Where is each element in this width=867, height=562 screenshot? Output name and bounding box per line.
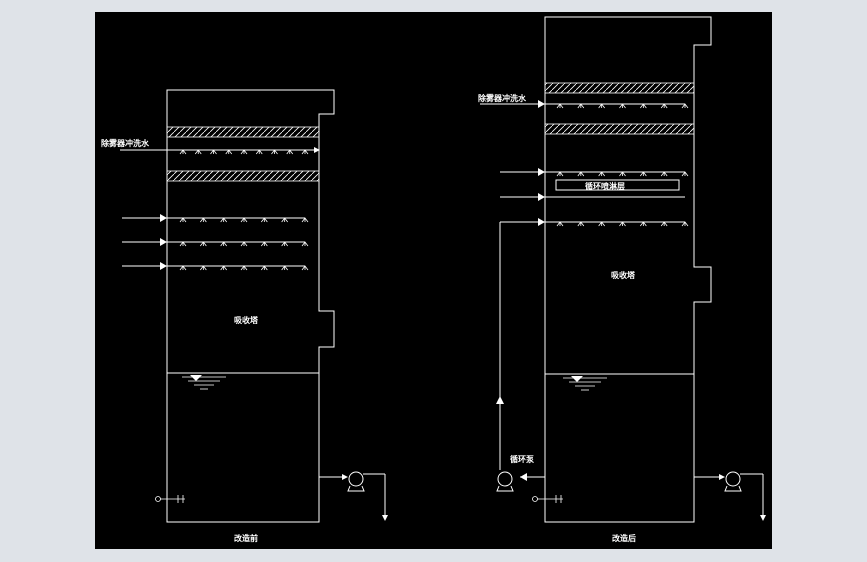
nozzle-icon [301, 265, 309, 271]
right-spray-nozzles-3 [556, 221, 689, 227]
nozzle-icon [640, 221, 647, 227]
left-spray-arrow-2 [160, 238, 167, 246]
right-drain-valve-icon [532, 495, 563, 503]
nozzle-icon [556, 171, 564, 177]
left-drain-valve-icon [155, 495, 185, 503]
left-spray-nozzles-3 [179, 265, 309, 271]
nozzle-icon [660, 171, 668, 177]
nozzle-icon [225, 149, 233, 155]
nozzle-icon [240, 217, 248, 223]
nozzle-icon [301, 217, 309, 223]
nozzle-icon [681, 221, 689, 227]
left-demister-band-1 [166, 126, 320, 138]
right-liquid-level [563, 376, 607, 391]
nozzle-icon [220, 241, 227, 247]
nozzle-icon [261, 265, 268, 271]
nozzle-icon [271, 149, 278, 155]
nozzle-icon [179, 265, 187, 271]
nozzle-icon [660, 221, 668, 227]
nozzle-icon [200, 241, 207, 247]
left-spray-nozzles-1 [179, 217, 309, 223]
nozzle-icon [286, 149, 294, 155]
right-spray-nozzles-1 [556, 171, 689, 177]
left-demister-rinse-label: 除雾器冲洗水 [101, 138, 150, 148]
nozzle-icon [281, 217, 288, 223]
nozzle-icon [556, 221, 564, 227]
nozzle-icon [640, 171, 647, 177]
left-demister-band-2 [166, 170, 320, 182]
nozzle-icon [200, 265, 207, 271]
nozzle-icon [179, 149, 187, 155]
nozzle-icon [240, 265, 248, 271]
nozzle-icon [301, 149, 309, 155]
nozzle-icon [640, 103, 647, 109]
nozzle-icon [261, 217, 268, 223]
nozzle-icon [220, 265, 227, 271]
nozzle-icon [577, 103, 585, 109]
nozzle-icon [194, 149, 202, 155]
right-tower-label: 吸收塔 [611, 270, 636, 280]
left-spray-arrow-3 [160, 262, 167, 270]
nozzle-icon [220, 217, 227, 223]
nozzle-icon [301, 241, 309, 247]
nozzle-icon [281, 265, 288, 271]
nozzle-icon [179, 241, 187, 247]
nozzle-icon [598, 103, 605, 109]
right-recirculation-pipe [496, 222, 545, 481]
nozzle-icon [681, 171, 689, 177]
right-caption: 改造后 [612, 533, 636, 543]
right-demister-band-2 [544, 123, 695, 135]
right-pump-label: 循环泵 [509, 454, 534, 464]
right-outlet-pump-icon [694, 471, 766, 521]
right-rinse-nozzles [556, 103, 689, 109]
nozzle-icon [281, 241, 288, 247]
right-spray-layer-label: 循环喷淋层 [584, 181, 625, 191]
right-demister-rinse-label: 除雾器冲洗水 [478, 93, 527, 103]
nozzle-icon [240, 241, 248, 247]
nozzle-icon [577, 221, 585, 227]
left-liquid-level [182, 375, 226, 390]
right-spray-arrow-2 [538, 193, 545, 201]
right-spray-layer-box [555, 179, 680, 191]
drawing-area [95, 12, 772, 549]
left-spray-nozzles-2 [179, 241, 309, 247]
nozzle-icon [200, 217, 207, 223]
nozzle-icon [577, 171, 585, 177]
nozzle-icon [240, 149, 248, 155]
right-rinse-arrow [538, 100, 545, 108]
right-demister-band-1 [544, 82, 695, 94]
right-spray-arrow-1 [538, 168, 545, 176]
right-spray-arrow-3 [538, 218, 545, 226]
nozzle-icon [556, 103, 564, 109]
nozzle-icon [598, 221, 605, 227]
nozzle-icon [619, 221, 626, 227]
left-caption: 改造前 [234, 533, 258, 543]
right-tower: 除雾器冲洗水 循环喷淋层 吸收塔 循环泵 改造后 [478, 16, 766, 543]
right-tower-outline [544, 16, 712, 523]
nozzle-icon [179, 217, 187, 223]
left-tower-outline [166, 89, 335, 523]
left-spray-arrow-1 [160, 214, 167, 222]
nozzle-icon [660, 103, 668, 109]
nozzle-icon [598, 171, 605, 177]
nozzle-icon [261, 241, 268, 247]
right-circulation-pump-icon [496, 471, 514, 492]
left-outlet-pump-icon [319, 471, 388, 521]
nozzle-icon [681, 103, 689, 109]
left-tower-label: 吸收塔 [234, 315, 259, 325]
nozzle-icon [255, 149, 263, 155]
left-tower: 除雾器冲洗水 吸收塔 改造前 [101, 89, 388, 543]
left-rinse-nozzles [179, 149, 309, 155]
nozzle-icon [210, 149, 217, 155]
nozzle-icon [619, 103, 626, 109]
nozzle-icon [619, 171, 626, 177]
